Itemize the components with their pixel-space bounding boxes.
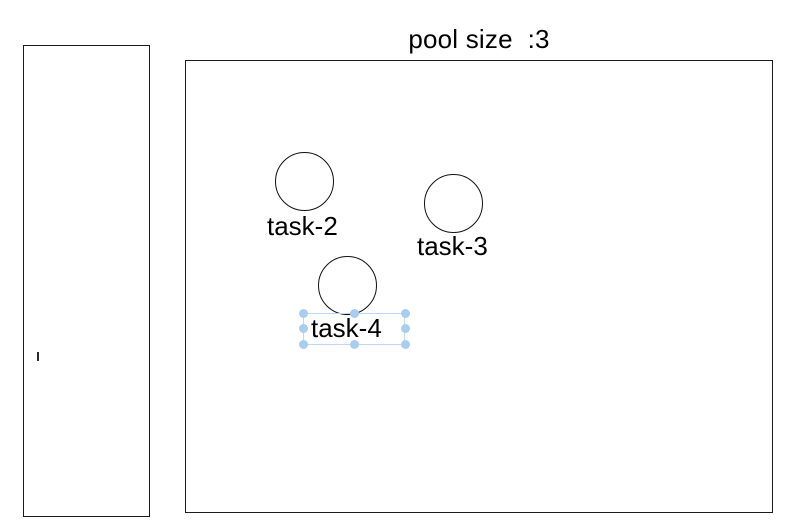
resize-handle-middle-left[interactable] [299,324,308,333]
task-circle-icon[interactable] [424,174,483,233]
task-circle-icon[interactable] [318,256,377,315]
page-title: pool size :3 [408,24,550,54]
resize-handle-middle-right[interactable] [401,324,410,333]
task-label-task-2[interactable]: task-2 [267,211,338,241]
resize-handle-top-right[interactable] [401,309,410,318]
resize-handle-bottom-right[interactable] [401,340,410,349]
resize-handle-bottom-center[interactable] [350,340,359,349]
resize-handle-top-center[interactable] [350,309,359,318]
side-panel[interactable] [23,45,150,517]
task-circle-icon[interactable] [275,152,334,211]
resize-handle-bottom-left[interactable] [299,340,308,349]
diagram-canvas[interactable]: task-2 task-3 task-4 [185,60,773,513]
text-cursor-caret [37,352,39,361]
resize-handle-top-left[interactable] [299,309,308,318]
task-label-task-3[interactable]: task-3 [417,231,488,261]
task-label-task-4[interactable]: task-4 [311,313,382,343]
